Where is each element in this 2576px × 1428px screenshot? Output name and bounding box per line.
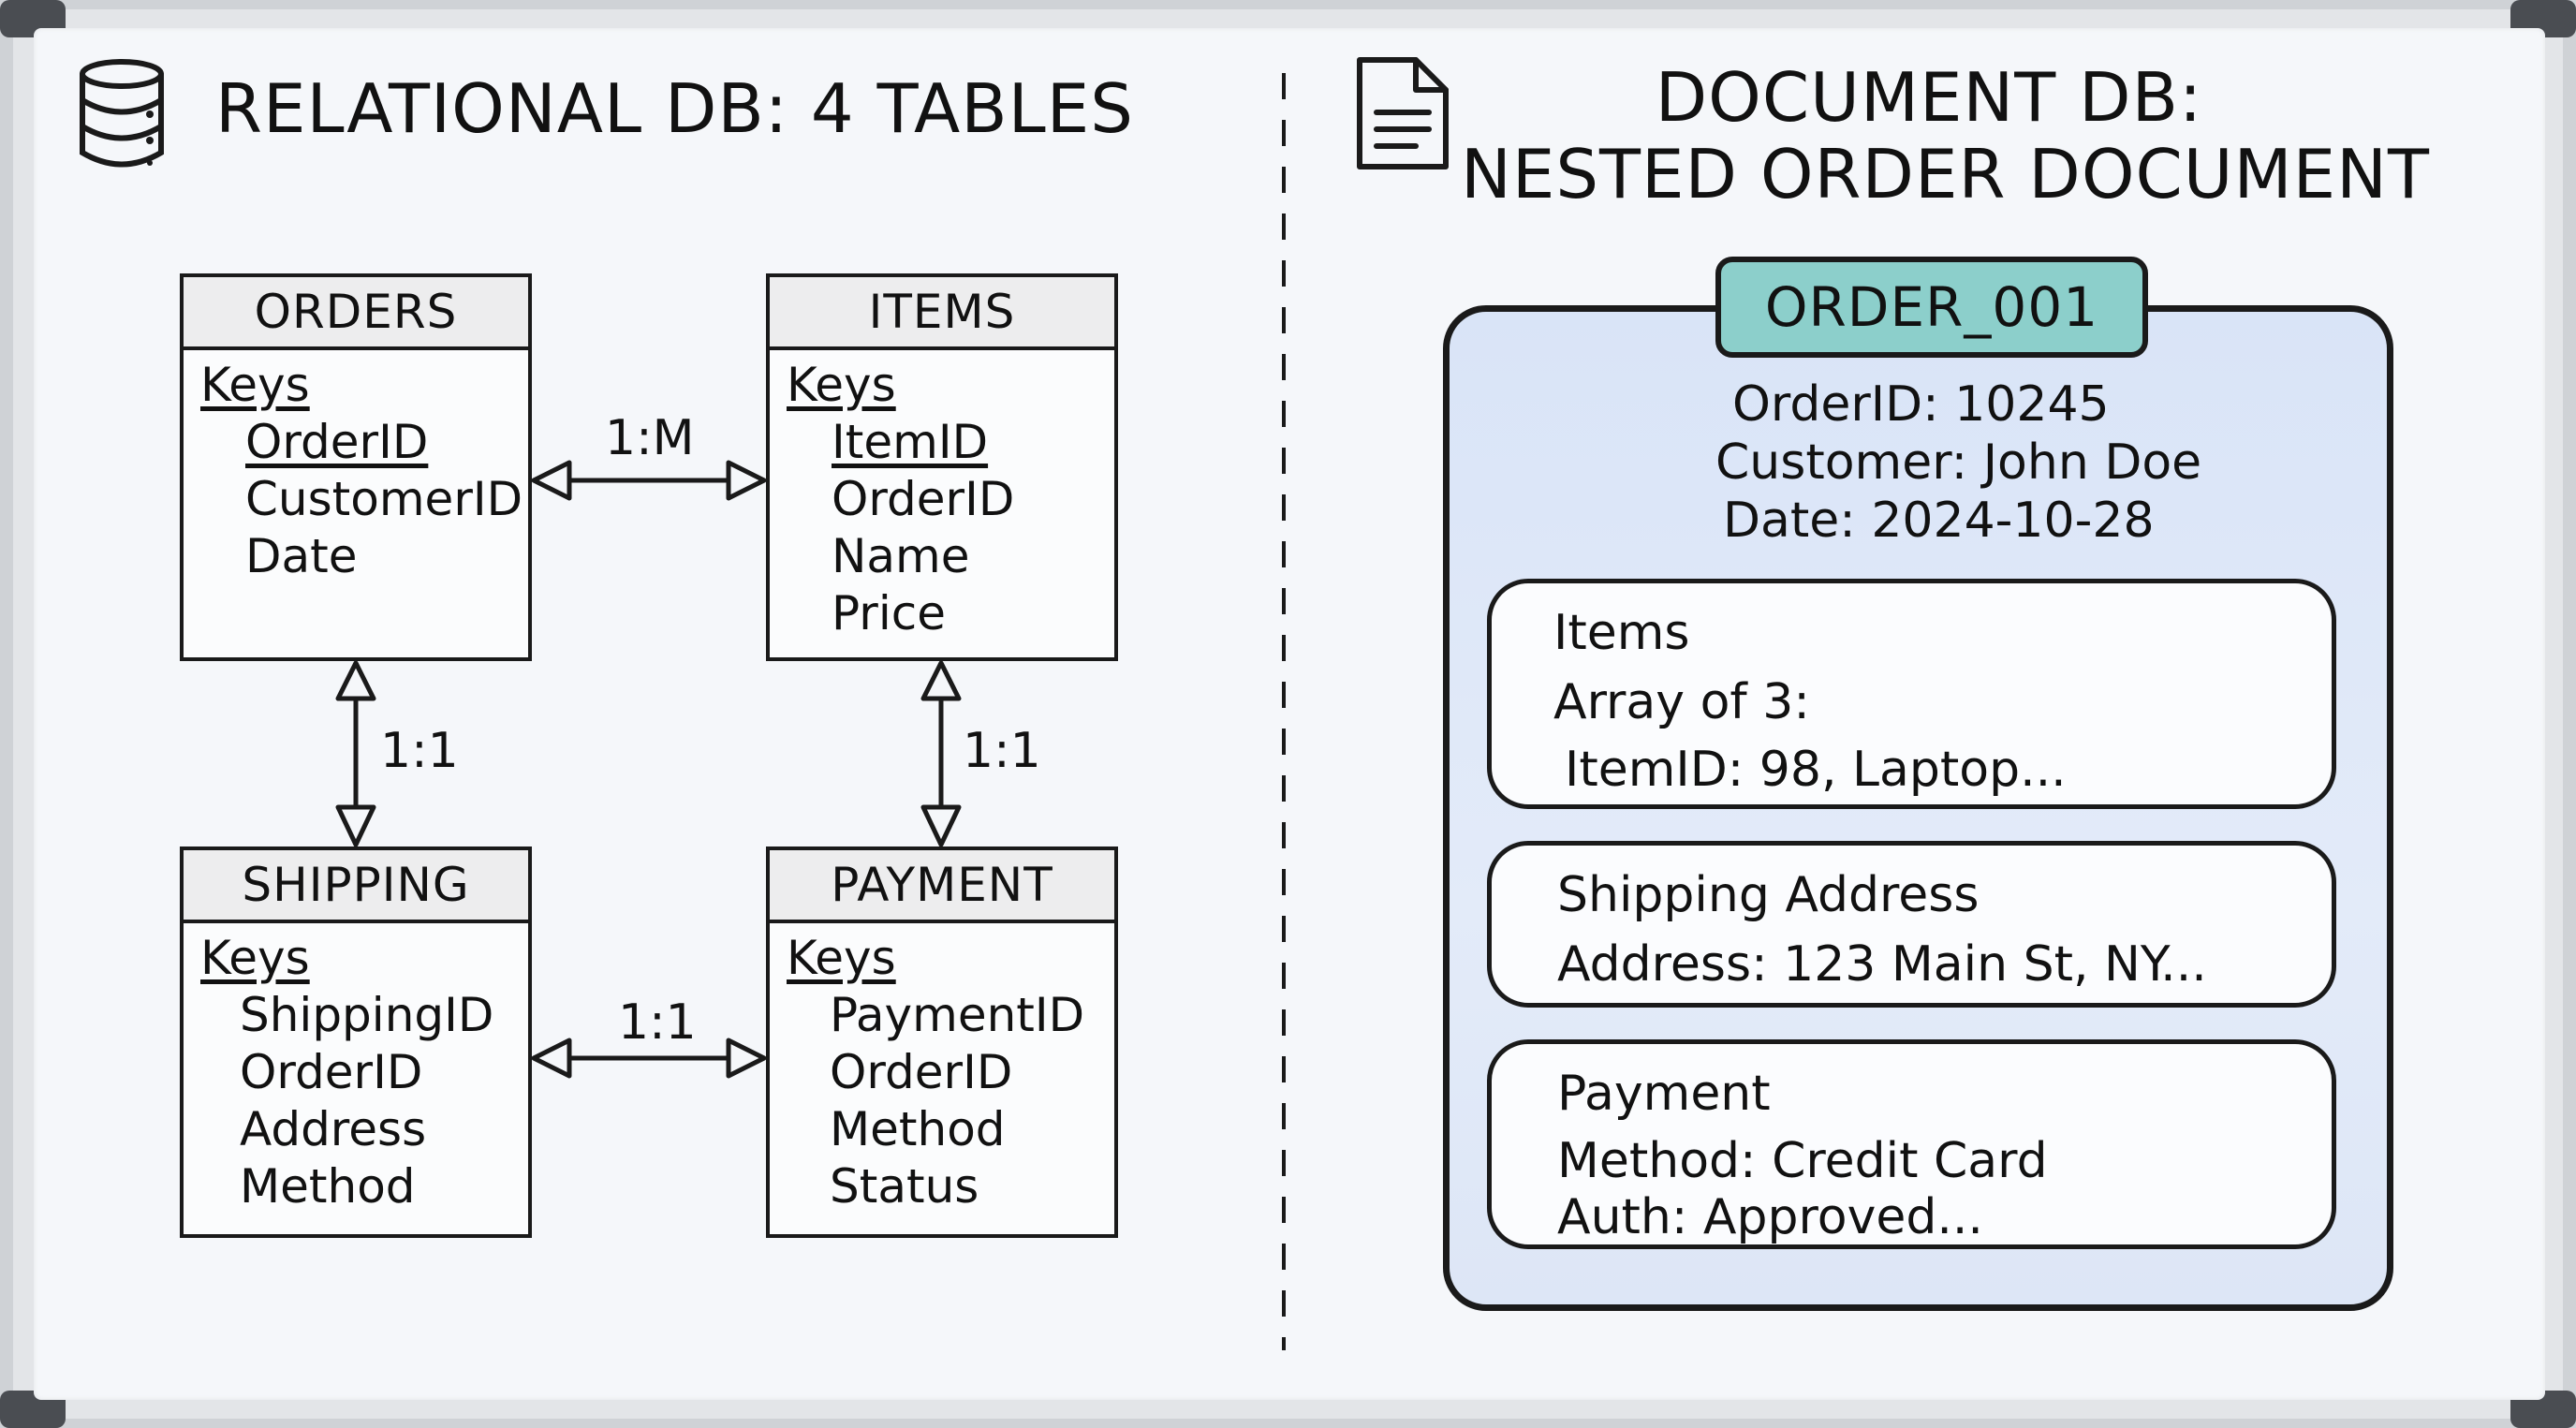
payment-subdocument-line: Auth: Approved... (1557, 1189, 1983, 1245)
orders-field-primary-key: OrderID (245, 415, 429, 469)
orders-shipping-arrow (335, 660, 376, 847)
document-customer: Customer: John Doe (1715, 434, 2202, 491)
items-payment-arrow (920, 660, 962, 847)
orders-table: ORDERS Keys OrderID CustomerID Date (180, 273, 532, 661)
shipping-table: SHIPPING Keys ShippingID OrderID Address… (180, 846, 532, 1238)
shipping-field: Address (240, 1102, 427, 1156)
shipping-subdocument-title: Shipping Address (1557, 867, 1980, 923)
shipping-keys-label: Keys (200, 931, 310, 985)
items-field: Price (832, 586, 946, 640)
relationship-arrows (335, 460, 962, 1079)
payment-subdocument-line: Method: Credit Card (1557, 1133, 2048, 1189)
payment-field: Status (830, 1159, 979, 1214)
database-icon (75, 58, 169, 169)
payment-field: PaymentID (830, 988, 1085, 1042)
shipping-payment-relation-label: 1:1 (618, 994, 697, 1051)
shipping-subdocument-line: Address: 123 Main St, NY... (1557, 936, 2207, 993)
shipping-table-header: SHIPPING (184, 850, 528, 923)
items-table-header: ITEMS (770, 277, 1114, 350)
payment-field: OrderID (830, 1045, 1013, 1099)
items-payment-relation-label: 1:1 (963, 723, 1041, 779)
orders-field: Date (245, 529, 358, 583)
payment-keys-label: Keys (787, 931, 896, 985)
document-date: Date: 2024-10-28 (1723, 493, 2155, 549)
payment-field: Method (830, 1102, 1006, 1156)
orders-keys-label: Keys (200, 358, 310, 412)
shipping-subdocument: Shipping Address Address: 123 Main St, N… (1487, 841, 2336, 1008)
orders-items-relation-label: 1:M (605, 410, 695, 466)
items-subdocument: Items Array of 3: ItemID: 98, Laptop... (1487, 579, 2336, 809)
document-title-line2: NESTED ORDER DOCUMENT (1461, 135, 2430, 213)
document-icon (1354, 54, 1451, 172)
orders-items-arrow (531, 460, 767, 501)
payment-table-header: PAYMENT (770, 850, 1114, 923)
panel-divider (1282, 73, 1286, 1350)
items-subdocument-title: Items (1553, 605, 1690, 661)
shipping-field: Method (240, 1159, 416, 1214)
orders-field: CustomerID (245, 472, 523, 526)
payment-subdocument-title: Payment (1557, 1066, 1771, 1122)
payment-table: PAYMENT Keys PaymentID OrderID Method St… (766, 846, 1118, 1238)
items-field: Name (832, 529, 970, 583)
items-keys-label: Keys (787, 358, 896, 412)
items-subdocument-line: ItemID: 98, Laptop... (1565, 742, 2067, 798)
orders-table-header: ORDERS (184, 277, 528, 350)
items-subdocument-line: Array of 3: (1553, 674, 1810, 730)
items-table: ITEMS Keys ItemID OrderID Name Price (766, 273, 1118, 661)
document-tag: ORDER_001 (1715, 257, 2148, 358)
orders-shipping-relation-label: 1:1 (380, 723, 459, 779)
payment-subdocument: Payment Method: Credit Card Auth: Approv… (1487, 1039, 2336, 1249)
shipping-field: ShippingID (240, 988, 494, 1042)
document-title-line1: DOCUMENT DB: (1655, 58, 2203, 137)
document-order-id: OrderID: 10245 (1732, 376, 2110, 433)
shipping-payment-arrow (531, 1038, 767, 1079)
relational-title: RELATIONAL DB: 4 TABLES (215, 69, 1134, 148)
items-field: OrderID (832, 472, 1015, 526)
items-field-primary-key: ItemID (832, 415, 989, 469)
shipping-field: OrderID (240, 1045, 423, 1099)
